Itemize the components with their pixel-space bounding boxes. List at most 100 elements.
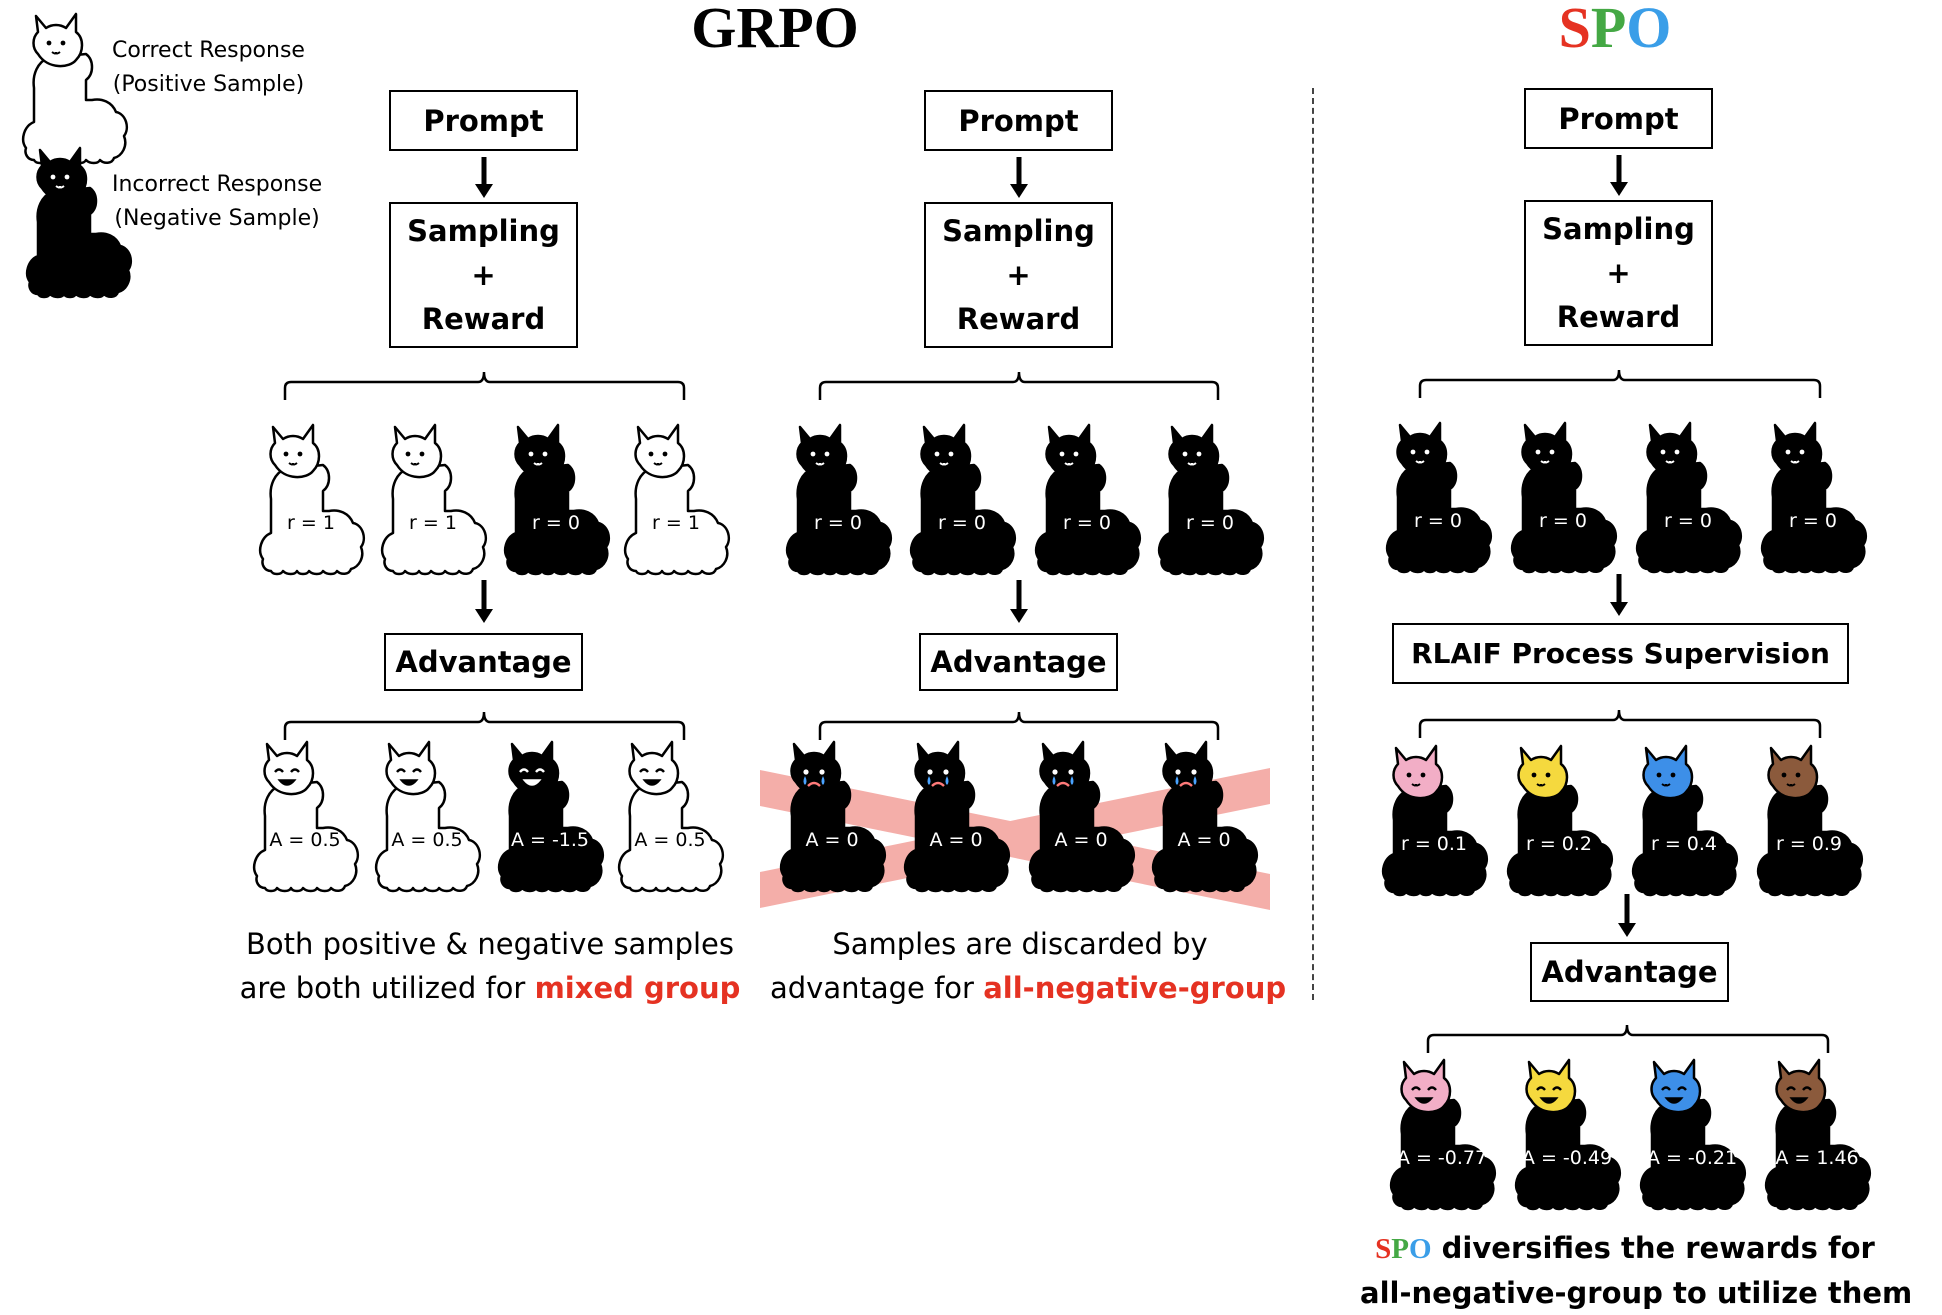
llama-icon bbox=[22, 12, 128, 165]
group-brace bbox=[1418, 709, 1822, 738]
llama-icon: A = 1.46 bbox=[1765, 1058, 1871, 1211]
col2-reward-label: Reward bbox=[956, 302, 1081, 336]
llama-icon: r = 0 bbox=[1386, 421, 1492, 574]
llama-value-label: A = 0 bbox=[1177, 829, 1230, 851]
legend-negative-line2: (Negative Sample) bbox=[114, 206, 320, 231]
col3-caption-o: O bbox=[1409, 1233, 1432, 1265]
llama-value-label: r = 0 bbox=[1789, 510, 1837, 532]
arrow-head bbox=[1010, 609, 1028, 623]
spo-title-p: P bbox=[1590, 0, 1627, 60]
llama-icon: A = 0 bbox=[780, 740, 886, 893]
arrow-head bbox=[1010, 184, 1028, 198]
col3-caption-line2: all-negative-group to utilize them bbox=[1360, 1276, 1913, 1310]
group-brace bbox=[283, 371, 686, 400]
col3-prompt-box: Prompt bbox=[1524, 88, 1713, 149]
col3-caption: SPO diversifies the rewards for all-nega… bbox=[1360, 1226, 1913, 1315]
llama-icon: r = 0.1 bbox=[1382, 744, 1488, 897]
col3-sampling-box: Sampling + Reward bbox=[1524, 200, 1713, 346]
llama-value-label: A = 0.5 bbox=[391, 829, 462, 851]
arrow-head bbox=[1610, 182, 1628, 196]
col3-sampling-label: Sampling bbox=[1542, 212, 1695, 246]
llama-value-label: r = 0 bbox=[532, 512, 580, 534]
llama-value-label: A = 0.5 bbox=[269, 829, 340, 851]
col2-advantage-label: Advantage bbox=[930, 645, 1107, 679]
llama-icon: A = 0 bbox=[1029, 740, 1135, 893]
col3-prompt-label: Prompt bbox=[1558, 101, 1679, 136]
llama-icon: r = 0.9 bbox=[1757, 744, 1863, 897]
llama-value-label: A = -1.5 bbox=[511, 829, 589, 851]
col2-caption-line2: advantage for all-negative-group bbox=[770, 966, 1286, 1010]
llama-icon: r = 1 bbox=[259, 423, 365, 576]
legend-positive-line2: (Positive Sample) bbox=[112, 72, 305, 97]
llama-value-label: r = 0 bbox=[1186, 512, 1234, 534]
group-brace bbox=[818, 371, 1220, 400]
col3-caption-line1: SPO diversifies the rewards for bbox=[1360, 1226, 1890, 1271]
col2-caption: Samples are discarded by advantage for a… bbox=[770, 922, 1286, 1010]
spo-title: SPO bbox=[1500, 0, 1730, 61]
llama-value-label: r = 0.2 bbox=[1526, 833, 1592, 855]
col2-prompt-box: Prompt bbox=[924, 90, 1113, 151]
llama-value-label: A = 0 bbox=[929, 829, 982, 851]
arrow-head bbox=[475, 609, 493, 623]
col1-plus-label: + bbox=[471, 258, 496, 292]
col3-caption-line1-text: diversifies the rewards for bbox=[1431, 1231, 1875, 1265]
col2-advantage-box: Advantage bbox=[919, 633, 1118, 691]
legend-positive-text: Correct Response (Positive Sample) bbox=[112, 34, 305, 102]
llama-icon: A = -0.21 bbox=[1640, 1058, 1746, 1211]
col2-prompt-label: Prompt bbox=[958, 103, 1079, 138]
llama-value-label: A = -0.21 bbox=[1647, 1147, 1737, 1169]
llama-icon: r = 0 bbox=[910, 423, 1016, 576]
legend-negative-text: Incorrect Response (Negative Sample) bbox=[112, 168, 322, 236]
col3-advantage-box: Advantage bbox=[1530, 942, 1729, 1002]
arrow-head bbox=[475, 184, 493, 198]
col2-sampling-box: Sampling + Reward bbox=[924, 202, 1113, 348]
llama-icon: r = 1 bbox=[381, 423, 487, 576]
llama-value-label: r = 0 bbox=[1063, 512, 1111, 534]
llama-value-label: r = 1 bbox=[287, 512, 335, 534]
llama-value-label: r = 1 bbox=[409, 512, 457, 534]
col1-reward-label: Reward bbox=[421, 302, 546, 336]
llama-icon: r = 0 bbox=[1511, 421, 1617, 574]
llama-icon: r = 0 bbox=[1636, 421, 1742, 574]
col1-sampling-box: Sampling + Reward bbox=[389, 202, 578, 348]
llama-icon: r = 0 bbox=[1158, 423, 1264, 576]
llama-value-label: r = 0 bbox=[938, 512, 986, 534]
col2-plus-label: + bbox=[1006, 258, 1031, 292]
arrow-head bbox=[1610, 602, 1628, 616]
col1-caption-highlight: mixed group bbox=[534, 971, 741, 1005]
legend-negative-line1: Incorrect Response bbox=[112, 172, 323, 197]
llama-icon: r = 0 bbox=[1761, 421, 1867, 574]
spo-title-s: S bbox=[1558, 0, 1591, 60]
llama-icon: A = -0.49 bbox=[1515, 1058, 1621, 1211]
llama-icon: A = 0.5 bbox=[618, 740, 724, 893]
col3-reward-label: Reward bbox=[1556, 300, 1681, 334]
llama-value-label: A = -0.77 bbox=[1397, 1147, 1487, 1169]
group-brace bbox=[283, 711, 686, 740]
llama-value-label: A = 1.46 bbox=[1775, 1147, 1858, 1169]
col3-caption-s: S bbox=[1375, 1233, 1392, 1265]
col2-caption-highlight: all-negative-group bbox=[983, 971, 1287, 1005]
llama-icon: A = 0.5 bbox=[375, 740, 481, 893]
llama-value-label: r = 1 bbox=[652, 512, 700, 534]
llama-icon: r = 0.4 bbox=[1632, 744, 1738, 897]
llama-value-label: r = 0 bbox=[814, 512, 862, 534]
llama-icon bbox=[26, 146, 132, 299]
llama-icon: A = -0.77 bbox=[1390, 1058, 1496, 1211]
col3-rlaif-box: RLAIF Process Supervision bbox=[1392, 623, 1849, 684]
col2-caption-line1: Samples are discarded by bbox=[832, 927, 1208, 961]
group-brace bbox=[1426, 1024, 1830, 1053]
llama-icon: A = -1.5 bbox=[498, 740, 604, 893]
col1-prompt-label: Prompt bbox=[423, 103, 544, 138]
llama-value-label: A = 0 bbox=[1054, 829, 1107, 851]
llama-value-label: r = 0.9 bbox=[1776, 833, 1842, 855]
group-brace bbox=[1418, 369, 1822, 398]
col3-plus-label: + bbox=[1606, 256, 1631, 290]
llama-icon: A = 0 bbox=[904, 740, 1010, 893]
group-brace bbox=[818, 711, 1220, 740]
llama-value-label: r = 0 bbox=[1539, 510, 1587, 532]
col3-rlaif-label: RLAIF Process Supervision bbox=[1411, 637, 1830, 670]
col3-caption-p: P bbox=[1391, 1233, 1410, 1265]
col2-sampling-label: Sampling bbox=[942, 214, 1095, 248]
